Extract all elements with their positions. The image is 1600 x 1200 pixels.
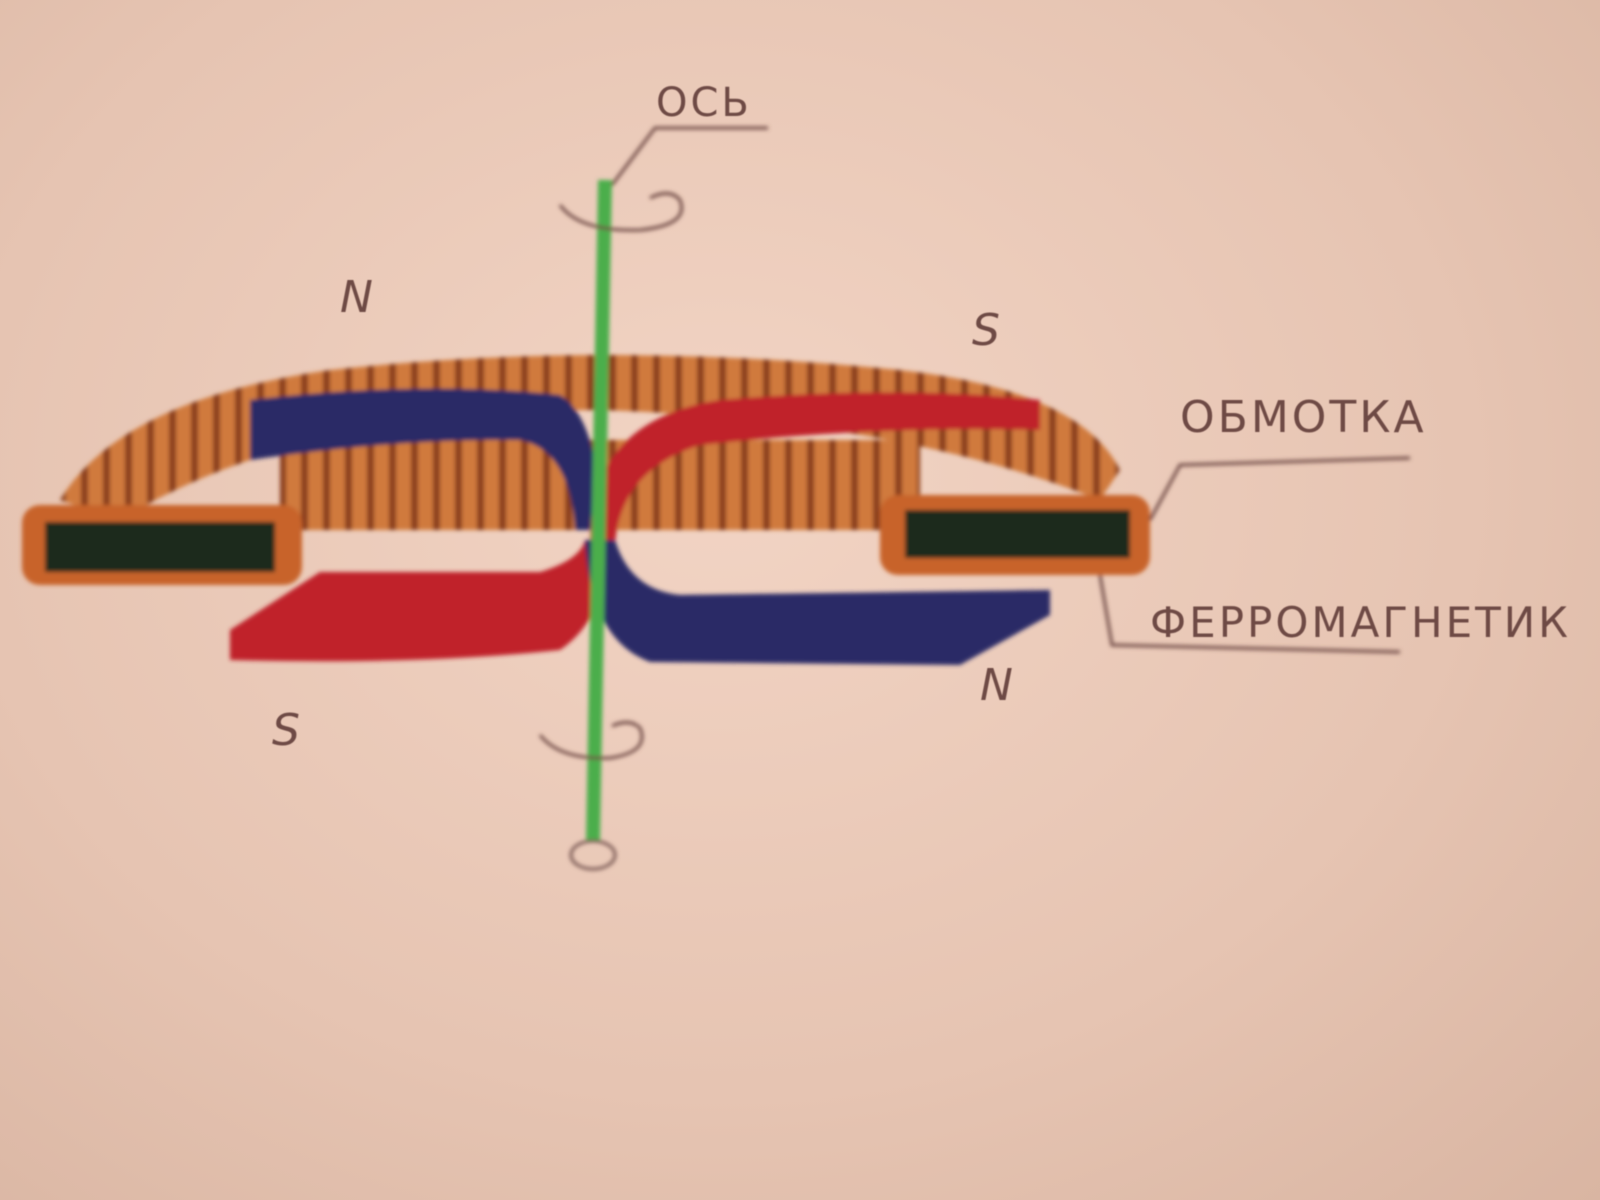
ferromagnet-label: ФЕРРОМАГНЕТИК xyxy=(1150,598,1571,647)
left-core xyxy=(45,522,275,572)
red-magnet-upper xyxy=(590,392,1040,545)
axis-label: ОСЬ xyxy=(656,80,752,126)
axis-base xyxy=(569,839,617,871)
blue-magnet-lower xyxy=(585,540,1050,665)
blue-magnet-upper xyxy=(250,388,600,530)
pole-top-left: N xyxy=(340,272,373,323)
rotation-arrow-bottom-icon xyxy=(538,721,644,760)
winding-leader xyxy=(1148,456,1411,521)
rotation-arrow-top-icon xyxy=(558,192,683,232)
ferromagnet-leader xyxy=(1098,574,1401,654)
red-magnet-lower xyxy=(230,540,610,662)
pole-bottom-left: S xyxy=(272,705,300,756)
pole-bottom-right: N xyxy=(980,660,1013,711)
pole-top-right: S xyxy=(972,305,1000,356)
axis-rod xyxy=(586,179,612,841)
right-core xyxy=(905,510,1130,558)
axis-leader xyxy=(610,126,768,186)
winding-label: ОБМОТКА xyxy=(1180,392,1427,443)
